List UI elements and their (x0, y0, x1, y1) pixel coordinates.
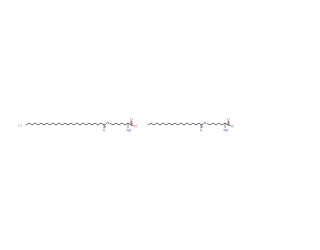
molecule-2: O N NH O O (147, 118, 235, 133)
molecule-1-carboxyl-c-oh (130, 124, 135, 127)
molecule-1-amide-nitrogen: N (107, 121, 110, 125)
molecule-2-carboxyl-hydroxyl: O (232, 125, 235, 129)
molecule-2-amide-oxygen: O (200, 129, 203, 133)
molecule-1-alpha-amine: NH (127, 129, 132, 133)
structure-diagram: Ca O N NH O O O N NH O (18, 118, 235, 133)
molecule-2-amide-nitrogen: N (204, 121, 207, 125)
molecule-1-carboxyl-oxygen: O (130, 118, 133, 122)
molecule-2-alkyl-chain (147, 122, 204, 126)
calcium-ion-label: Ca (18, 124, 22, 128)
molecule-1-alkyl-chain (25, 122, 107, 126)
molecule-1-carboxyl-hydroxyl: O (135, 125, 138, 129)
molecule-1-amide-oxygen: O (103, 129, 106, 133)
molecule-1: O N NH O O (25, 118, 138, 133)
molecule-2-alpha-amine: NH (224, 129, 229, 133)
molecule-2-side-chain (206, 122, 223, 126)
molecule-2-carboxyl-c-oh (227, 124, 232, 127)
molecule-2-carboxyl-oxygen: O (227, 118, 230, 122)
molecule-1-side-chain (109, 122, 126, 126)
